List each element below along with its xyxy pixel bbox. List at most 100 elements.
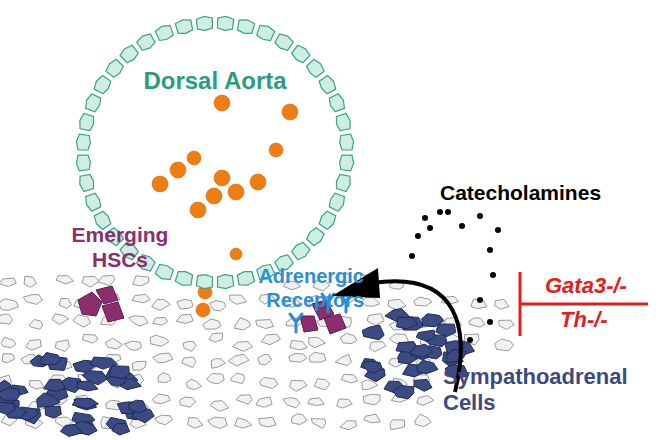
tissue-cell: [256, 320, 274, 329]
tissue-cell: [23, 295, 42, 305]
tissue-cell: [289, 354, 307, 363]
tissue-cell: [133, 276, 149, 286]
tissue-cell: [0, 314, 12, 324]
tissue-cell: [132, 361, 146, 370]
tissue-cell: [52, 314, 69, 325]
endothelial-cell: [257, 25, 275, 40]
tissue-cell: [233, 342, 253, 352]
tissue-cell: [259, 417, 277, 427]
tissue-cell: [150, 335, 169, 346]
endothelial-cell: [196, 16, 212, 30]
endothelial-cell: [155, 265, 173, 280]
endothelial-cell: [175, 20, 192, 34]
endothelial-cell: [292, 242, 310, 259]
tissue-cell: [469, 318, 485, 327]
endothelial-cell: [319, 76, 336, 94]
tissue-cell: [390, 420, 405, 430]
endothelial-cell: [340, 134, 354, 150]
endothelial-cell: [307, 59, 325, 77]
endothelial-cell: [237, 272, 254, 286]
tissue-cell: [235, 418, 252, 428]
endothelial-cell: [218, 275, 234, 289]
tissue-cell: [208, 417, 228, 428]
tissue-cell: [340, 421, 357, 430]
endothelial-cell: [86, 94, 101, 112]
tissue-cell: [209, 333, 223, 342]
endothelial-cell: [319, 211, 336, 229]
tissue-cell: [59, 299, 72, 309]
tissue-cell: [30, 381, 45, 390]
tissue-cell: [109, 366, 130, 379]
tissue-cell: [283, 398, 300, 408]
tissue-cell: [234, 318, 250, 330]
tissue-cell: [77, 381, 98, 391]
tissue-cell: [98, 275, 115, 285]
hsc-label: Emerging HSCs: [62, 222, 178, 272]
tissue-cell: [290, 341, 307, 350]
tissue-cell: [72, 398, 98, 408]
tissue-cell: [308, 398, 325, 406]
endothelial-cell: [76, 155, 90, 171]
tissue-cell: [362, 361, 383, 373]
tissue-cell: [414, 297, 432, 306]
endothelial-cell: [80, 174, 94, 191]
tissue-cell: [230, 295, 247, 304]
tissue-cell: [155, 415, 173, 425]
tissue-cell: [207, 374, 225, 384]
tissue-cell: [44, 379, 66, 391]
tissue-cell: [203, 319, 221, 329]
tissue-cell: [388, 299, 406, 309]
tissue-cell: [228, 354, 249, 366]
endothelial-cell: [237, 20, 254, 34]
tissue-cell: [309, 338, 326, 348]
tissue-cell: [397, 317, 418, 329]
endothelial-cell: [86, 193, 101, 211]
tissue-cell: [177, 299, 193, 309]
gene-label: Th-/-: [560, 307, 655, 333]
gene-label: Gata3-/-: [545, 273, 660, 299]
tissue-cell: [494, 299, 509, 309]
catecholamine-dots: [409, 209, 501, 343]
tissue-cell: [231, 373, 244, 384]
tissue-cell: [132, 294, 150, 303]
sympathoadrenal-cells: [0, 309, 474, 437]
tissue-cell: [393, 386, 414, 399]
tissue-cell: [363, 394, 380, 405]
tissue-cell: [337, 399, 353, 408]
tissue-cell: [258, 355, 272, 365]
tissue-cell: [180, 397, 196, 407]
endothelial-cell: [175, 272, 192, 286]
tissue-cell: [335, 355, 351, 366]
endothelial-cell: [275, 34, 293, 50]
tissue-cell: [260, 377, 278, 388]
endothelial-cell: [137, 34, 155, 50]
tissue-cell: [210, 401, 229, 412]
tissue-cell: [499, 320, 514, 329]
endothelial-cell: [340, 155, 354, 171]
tissue-cell: [2, 354, 15, 363]
vessel-title: Dorsal Aorta: [143, 67, 286, 95]
endothelial-cell: [94, 76, 111, 94]
tissue-cell: [292, 414, 308, 425]
tissue-cell: [0, 278, 16, 287]
grey-cells: [0, 273, 514, 431]
tissue-cell: [73, 315, 91, 327]
tissue-cell: [182, 357, 196, 368]
endothelial-cell: [292, 45, 310, 62]
tissue-cell: [0, 402, 15, 415]
tissue-cell: [26, 340, 42, 351]
tissue-cell: [367, 314, 384, 326]
tissue-cell: [236, 395, 252, 404]
endothelial-cell: [329, 94, 344, 112]
tissue-cell: [370, 342, 387, 352]
tissue-cell: [309, 352, 326, 362]
tissue-cell: [290, 380, 308, 391]
tissue-cell: [129, 400, 147, 413]
endothelial-cell: [218, 16, 234, 30]
tissue-cell: [340, 334, 357, 344]
tissue-cell: [37, 393, 61, 407]
tissue-cell: [256, 397, 272, 407]
tissue-cell: [314, 379, 330, 390]
tissue-cell: [124, 341, 142, 350]
tissue-cell: [446, 349, 466, 362]
